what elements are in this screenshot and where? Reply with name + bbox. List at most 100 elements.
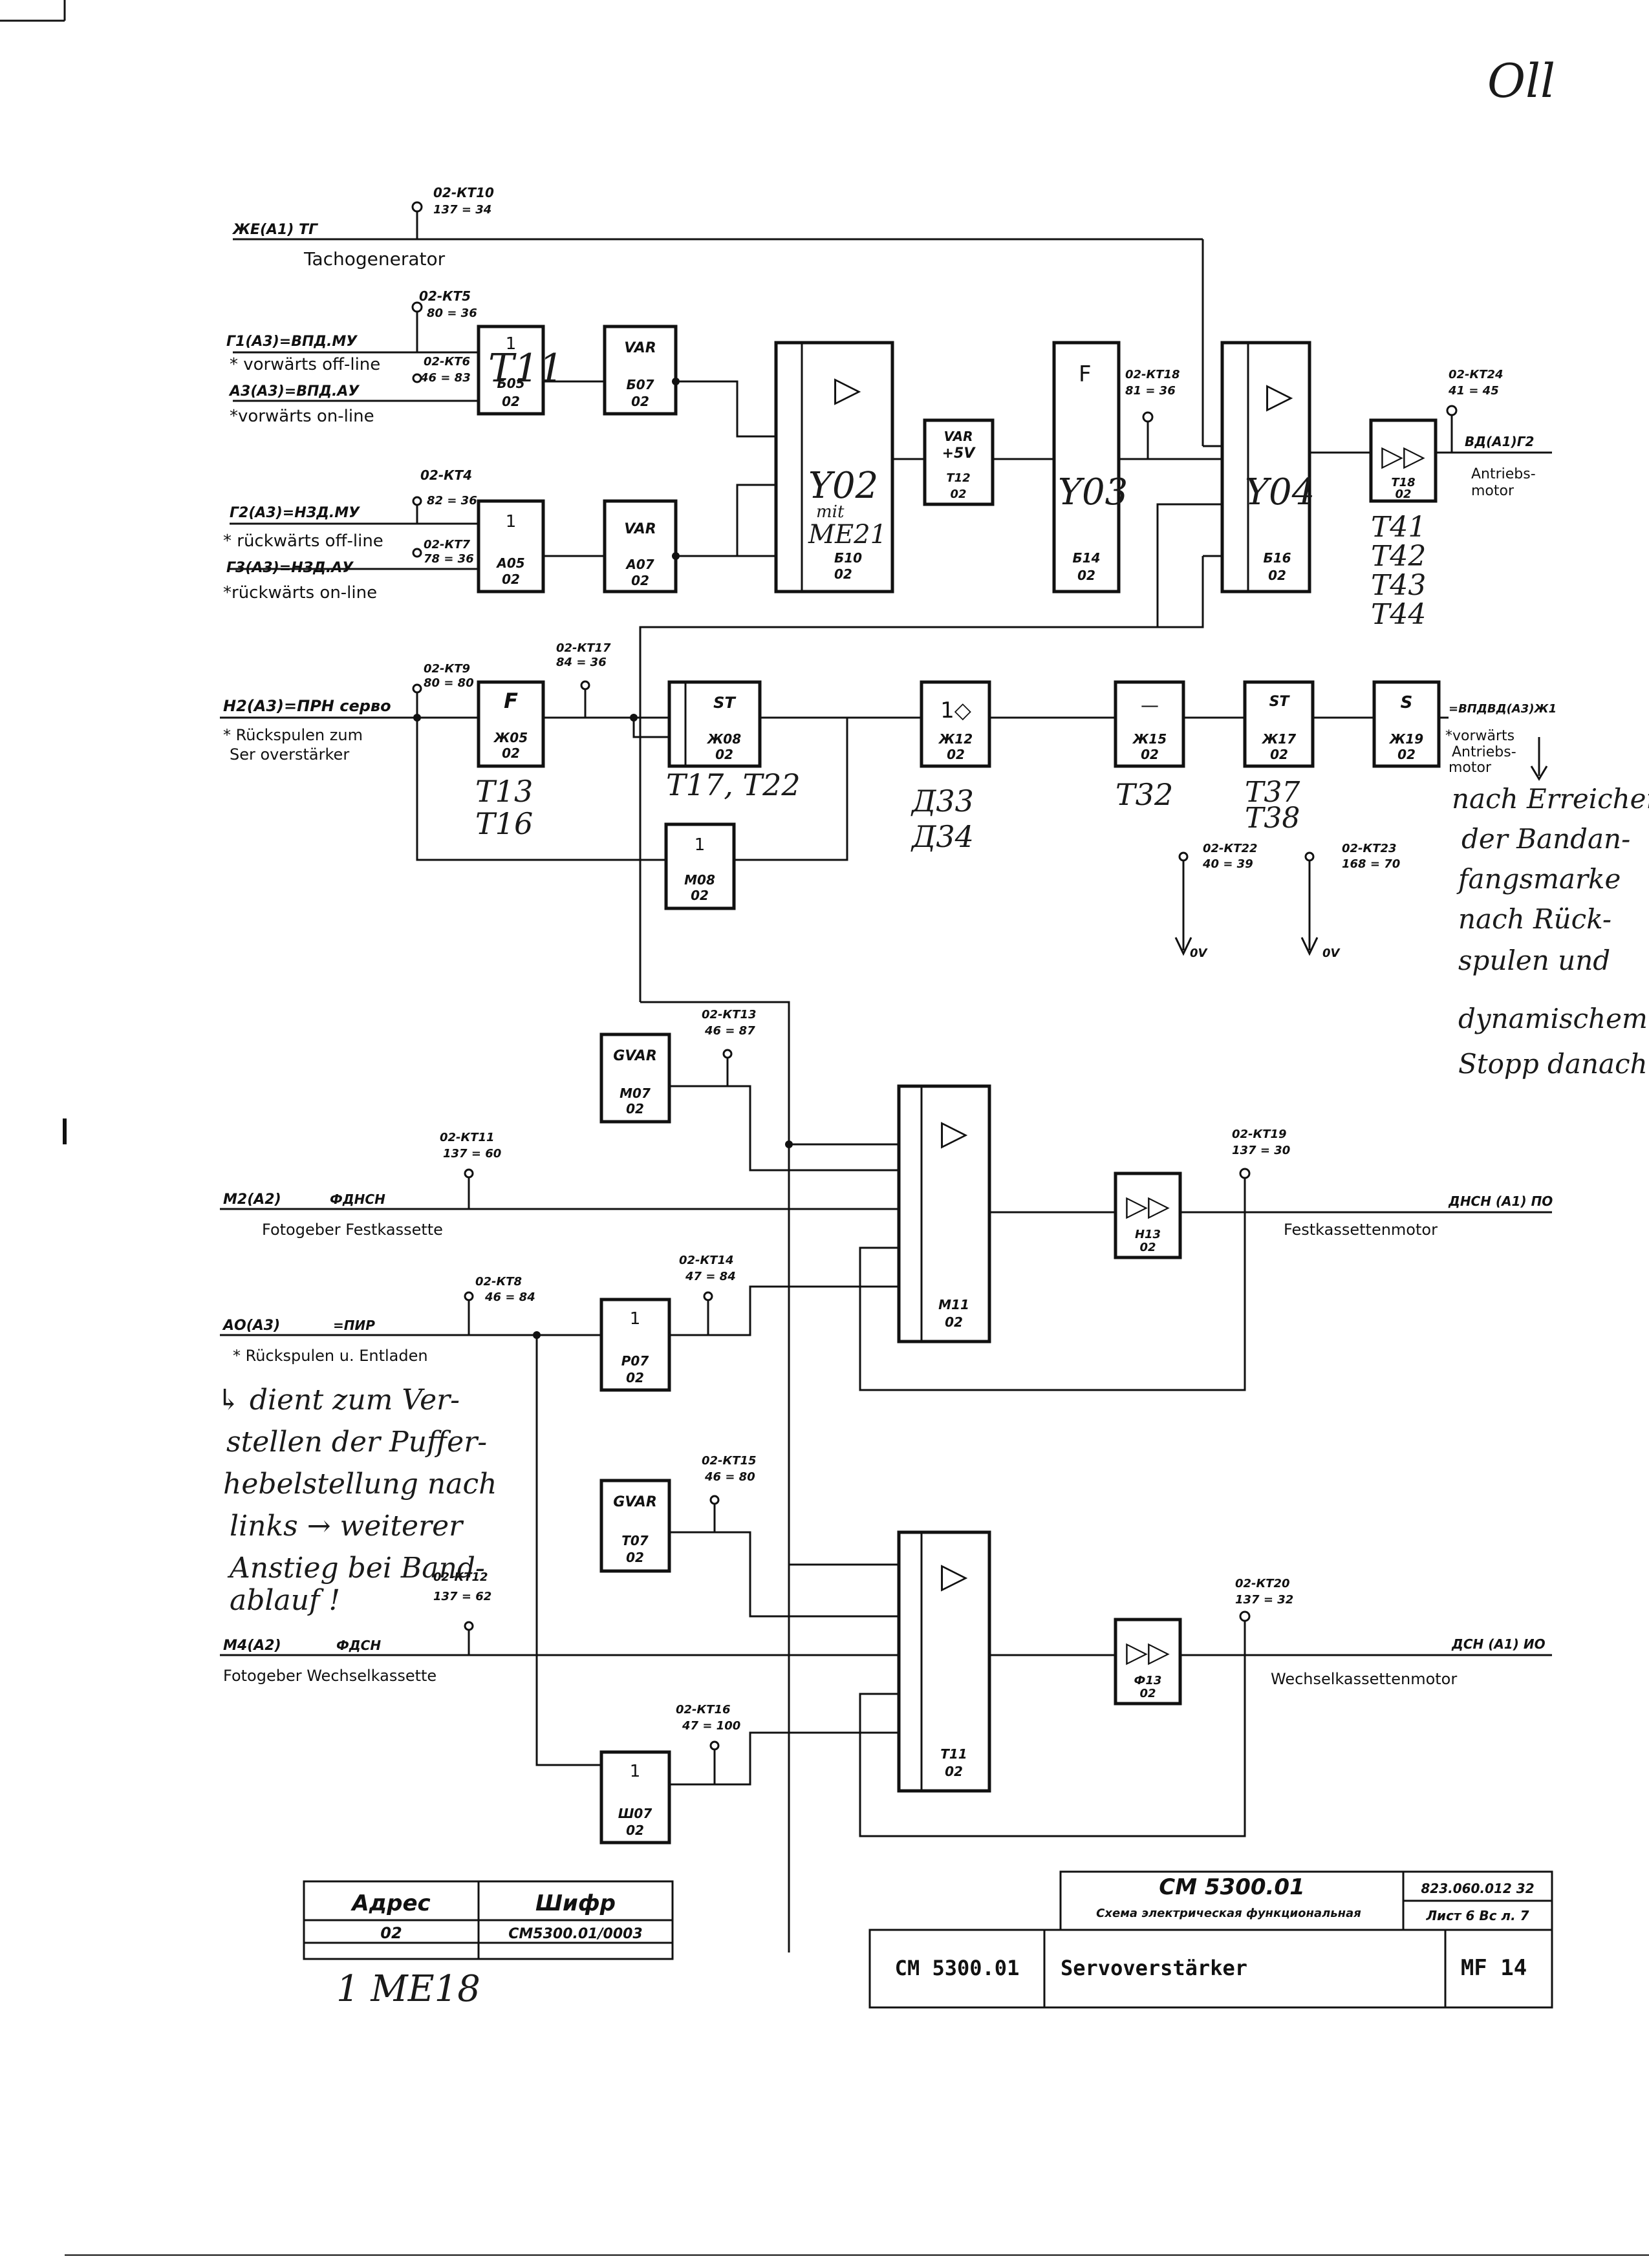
block-m11-ref: М11 <box>938 1297 969 1312</box>
block-m08-ref: М08 <box>684 872 715 888</box>
block-r07 <box>599 1298 671 1392</box>
tp-code: 02-КТ5 <box>419 288 471 304</box>
block-m07-ref: М07 <box>620 1086 651 1101</box>
junction <box>413 714 421 722</box>
block-b05-ref: Б05 <box>497 376 524 391</box>
block-zh12-ref: Ж12 <box>938 731 973 747</box>
signal-rewind-addr: АО(А3) <box>222 1318 280 1334</box>
wire-bus <box>640 1001 790 1952</box>
tp-code: 02-КТ22 <box>1203 842 1258 855</box>
signal-fwd-offline-addr: Г1(А3)=ВПД.МУ <box>226 334 358 350</box>
block-zh08-sym: ST <box>713 694 736 712</box>
handwritten-t41: T41 <box>1371 511 1426 544</box>
sheet-number: Лист 6 Вс л. 7 <box>1425 1908 1529 1923</box>
signal-servo-addr: Н2(А3)=ПРН серво <box>223 697 391 715</box>
block-r07-sym: 1 <box>630 1309 641 1329</box>
block-f13-sym: ▷▷ <box>1126 1636 1170 1669</box>
block-b14-sym: F <box>1079 361 1092 387</box>
signal-rev-offline-addr: Г2(А3)=НЗД.МУ <box>230 505 360 521</box>
tp-pin: 137 = 34 <box>433 203 491 217</box>
block-m08-num: 02 <box>691 888 709 903</box>
block-a07-sym: VAR <box>624 521 656 537</box>
handwritten-t16: T16 <box>475 806 533 841</box>
wire <box>535 1335 601 1766</box>
tp-pin: 46 = 83 <box>420 371 471 385</box>
code-value: СМ5300.01/0003 <box>508 1926 643 1942</box>
block-zh05-ref: Ж05 <box>493 730 528 745</box>
tp-code: 02-КТ16 <box>676 1703 731 1717</box>
handwritten-t17-t22: T17, T22 <box>666 767 801 802</box>
signal-fwd-offline-label: * vorwärts off-line <box>230 355 380 374</box>
block-a05-ref: А05 <box>495 555 524 571</box>
tp-code: 02-КТ7 <box>424 538 471 551</box>
block-b14-num: 02 <box>1077 568 1095 583</box>
block-zh08 <box>667 680 762 768</box>
wire <box>1156 503 1203 627</box>
zero-volt-label: 0V <box>1322 947 1341 960</box>
signal-drive-label-2: motor <box>1471 483 1514 499</box>
block-t12-num: 02 <box>950 487 966 501</box>
block-b16-ref: Б16 <box>1263 550 1291 566</box>
test-point <box>1304 851 1315 862</box>
block-r07-num: 02 <box>626 1370 644 1385</box>
tp-pin: 46 = 87 <box>704 1024 755 1038</box>
block-t07-sym: GVAR <box>613 1494 657 1510</box>
block-t07 <box>599 1479 671 1573</box>
block-b07-num: 02 <box>631 394 649 409</box>
block-t18 <box>1369 418 1438 503</box>
signal-fwd-drive-label-2: Antriebs- <box>1452 744 1516 760</box>
wire <box>676 380 776 438</box>
wire <box>676 484 776 557</box>
block-b05 <box>477 325 545 416</box>
handwritten-t44: T44 <box>1371 598 1426 631</box>
block-n13-ref: Н13 <box>1135 1228 1161 1241</box>
handwritten-t13: T13 <box>475 774 533 809</box>
block-t11-sym: ▷ <box>941 1555 968 1596</box>
tp-code: 02-КТ11 <box>440 1131 495 1144</box>
handwritten-t42: T42 <box>1371 540 1426 573</box>
block-zh19 <box>1372 680 1441 768</box>
block-zh08-ref: Ж08 <box>706 731 741 747</box>
tp-pin: 80 = 36 <box>427 306 477 320</box>
tp-code: 02-КТ18 <box>1125 368 1180 381</box>
signal-fwd-drive-label-1: *vorwärts <box>1445 728 1514 744</box>
handwritten-t37: T37 <box>1245 776 1300 809</box>
block-t12 <box>923 418 995 506</box>
block-m07-num: 02 <box>626 1101 644 1117</box>
handwritten-t38: T38 <box>1245 802 1300 835</box>
block-f13-num: 02 <box>1139 1687 1156 1700</box>
block-n13-num: 02 <box>1139 1241 1156 1254</box>
block-t11-num: 02 <box>945 1764 963 1779</box>
signal-tacho-label: Tachogenerator <box>303 248 446 270</box>
block-f13 <box>1114 1618 1182 1706</box>
doc-code: СМ 5300.01 <box>1159 1874 1304 1900</box>
block-b10-ref: Б10 <box>834 550 862 566</box>
signal-exch-sig: ФДСН <box>336 1638 381 1653</box>
page-number: MF 14 <box>1461 1955 1527 1981</box>
signal-rev-online-addr: Г3(А3)=НЗД.АУ <box>226 560 354 576</box>
block-zh15-num: 02 <box>1141 747 1159 762</box>
tp-pin: 81 = 36 <box>1125 384 1176 398</box>
block-a05-num: 02 <box>502 572 520 587</box>
handwritten-y04: Y04 <box>1245 471 1315 513</box>
tp-pin: 82 = 36 <box>427 494 477 508</box>
zero-volt-label: 0V <box>1190 947 1209 960</box>
signal-servo-label-1: * Rückspulen zum <box>223 726 363 744</box>
tp-pin: 137 = 30 <box>1232 1144 1290 1157</box>
block-b07-sym: VAR <box>624 340 656 356</box>
block-zh12-sym: 1◇ <box>940 698 972 723</box>
tp-code: 02-КТ6 <box>424 355 470 369</box>
svg-text:links → weiterer: links → weiterer <box>230 1510 464 1543</box>
tp-code: 02-КТ15 <box>702 1454 757 1468</box>
code-header: Шифр <box>535 1890 616 1916</box>
svg-text:der Bandan-: der Bandan- <box>1461 823 1630 855</box>
block-b10-sym: ▷ <box>834 369 861 409</box>
block-t07-ref: Т07 <box>621 1533 649 1548</box>
block-zh08-num: 02 <box>715 747 733 762</box>
signal-fixed-motor-addr: ДНСН (А1) ПО <box>1448 1193 1553 1209</box>
handwritten-me21: ME21 <box>808 520 887 550</box>
tp-pin: 168 = 70 <box>1342 857 1400 871</box>
block-zh19-sym: S <box>1401 693 1413 712</box>
wire <box>669 1085 899 1171</box>
